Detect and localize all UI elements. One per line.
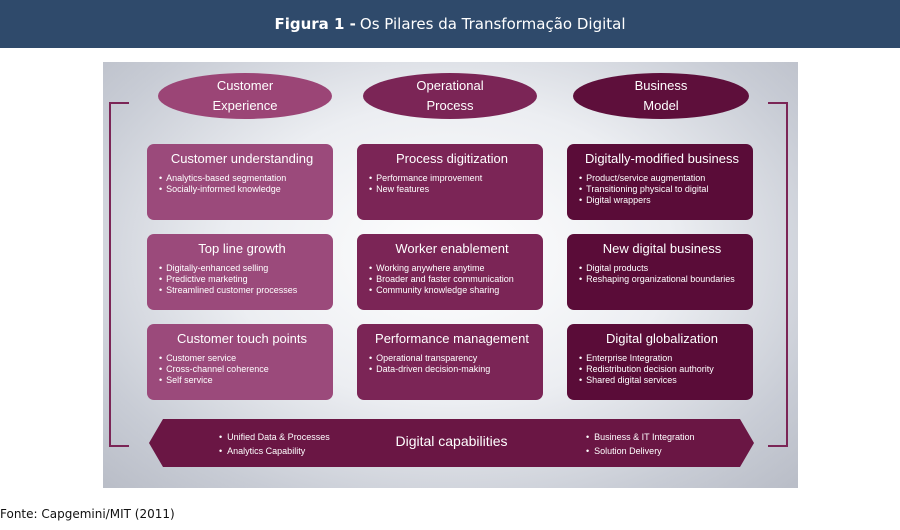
figure-title: Os Pilares da Transformação Digital [359, 15, 626, 33]
list-item: Socially-informed knowledge [159, 184, 325, 195]
cell-items: Digital products Reshaping organizationa… [579, 263, 745, 285]
pillar-label-line2: Experience [212, 98, 278, 113]
list-item: Transitioning physical to digital [579, 184, 745, 195]
cell-title: New digital business [602, 241, 722, 256]
list-item: Predictive marketing [159, 274, 325, 285]
cell-items: Performance improvement New features [369, 173, 535, 195]
list-item: Analytics-based segmentation [159, 173, 325, 184]
list-item: Working anywhere anytime [369, 263, 535, 274]
capabilities-right-list: Business & IT Integration Solution Deliv… [586, 430, 695, 458]
list-item: Broader and faster communication [369, 274, 535, 285]
cell-title: Performance management [375, 331, 529, 346]
pillar-label-line1: Operational [416, 78, 484, 93]
list-item: Product/service augmentation [579, 173, 745, 184]
cell-items: Analytics-based segmentation Socially-in… [159, 173, 325, 195]
list-item: Analytics Capability [219, 444, 330, 458]
figure-caption-bar: Figura 1 - Os Pilares da Transformação D… [0, 0, 900, 48]
list-item: Customer service [159, 353, 325, 364]
cell-items: Working anywhere anytime Broader and fas… [369, 263, 535, 296]
list-item: Streamlined customer processes [159, 285, 325, 296]
list-item: Digitally-enhanced selling [159, 263, 325, 274]
cell-title: Customer touch points [176, 331, 308, 346]
cell-digital-globalization: Digital globalization Enterprise Integra… [567, 324, 753, 400]
pillar-label-line1: Customer [216, 78, 274, 93]
digital-capabilities-bar: Unified Data & Processes Analytics Capab… [149, 419, 754, 467]
pillar-customer-experience: Customer Experience [158, 73, 332, 119]
pillar-label-line2: Process [426, 98, 474, 113]
list-item: Data-driven decision-making [369, 364, 535, 375]
cell-items: Enterprise Integration Redistribution de… [579, 353, 745, 386]
list-item: Solution Delivery [586, 444, 695, 458]
right-bracket [768, 102, 788, 447]
list-item: Shared digital services [579, 375, 745, 386]
cell-performance-management: Performance management Operational trans… [357, 324, 543, 400]
cell-worker-enablement: Worker enablement Working anywhere anyti… [357, 234, 543, 310]
list-item: Performance improvement [369, 173, 535, 184]
cell-digitally-modified-business: Digitally-modified business Product/serv… [567, 144, 753, 220]
list-item: New features [369, 184, 535, 195]
list-item: Operational transparency [369, 353, 535, 364]
left-bracket [109, 102, 129, 447]
list-item: Digital products [579, 263, 745, 274]
list-item: Unified Data & Processes [219, 430, 330, 444]
cell-title: Process digitization [396, 151, 508, 166]
list-item: Enterprise Integration [579, 353, 745, 364]
capabilities-left-list: Unified Data & Processes Analytics Capab… [219, 430, 330, 458]
cell-new-digital-business: New digital business Digital products Re… [567, 234, 753, 310]
list-item: Reshaping organizational boundaries [579, 274, 745, 285]
cell-customer-touch-points: Customer touch points Customer service C… [147, 324, 333, 400]
pillar-label-line1: Business [634, 78, 688, 93]
list-item: Self service [159, 375, 325, 386]
cell-process-digitization: Process digitization Performance improve… [357, 144, 543, 220]
cell-items: Customer service Cross-channel coherence… [159, 353, 325, 386]
capabilities-title: Digital capabilities [395, 433, 508, 449]
cell-title: Digital globalization [605, 331, 718, 346]
pillar-business-model: Business Model [573, 73, 749, 119]
cell-customer-understanding: Customer understanding Analytics-based s… [147, 144, 333, 220]
pillar-label-line2: Model [643, 98, 679, 113]
cell-items: Digitally-enhanced selling Predictive ma… [159, 263, 325, 296]
list-item: Business & IT Integration [586, 430, 695, 444]
list-item: Digital wrappers [579, 195, 745, 206]
cell-items: Product/service augmentation Transitioni… [579, 173, 745, 206]
cell-items: Operational transparency Data-driven dec… [369, 353, 535, 375]
cell-top-line-growth: Top line growth Digitally-enhanced selli… [147, 234, 333, 310]
cell-title: Worker enablement [395, 241, 509, 256]
digital-transformation-diagram: Customer Experience Operational Process … [103, 62, 798, 488]
list-item: Cross-channel coherence [159, 364, 325, 375]
cell-title: Top line growth [198, 241, 286, 256]
list-item: Redistribution decision authority [579, 364, 745, 375]
pillar-operational-process: Operational Process [363, 73, 537, 119]
figure-number: Figura 1 - [274, 15, 356, 33]
cell-title: Customer understanding [170, 151, 314, 166]
source-note: Fonte: Capgemini/MIT (2011) [0, 507, 175, 521]
cell-title: Digitally-modified business [585, 151, 739, 166]
list-item: Community knowledge sharing [369, 285, 535, 296]
